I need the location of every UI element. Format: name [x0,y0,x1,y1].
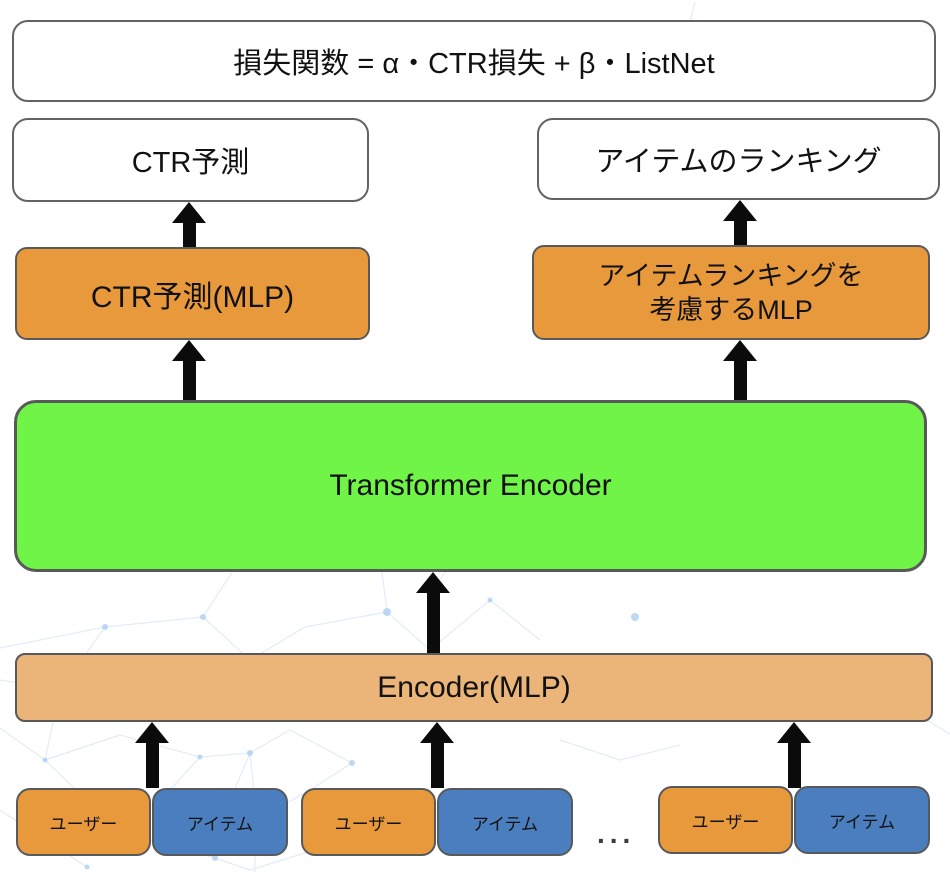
arrow-head-icon [420,722,454,743]
arrow-encoder-to-transformer-icon [416,572,450,653]
arrow-transformer-to-ctr-mlp-icon [172,340,206,400]
arrow-stem [145,743,159,788]
ranking-mlp-head-box: アイテムランキングを 考慮するMLP [532,245,930,340]
arrow-transformer-to-ranking-mlp-icon [723,340,757,400]
input-pair1-item-label: アイテム [186,814,254,834]
input-pair2-item-label: アイテム [471,814,539,834]
transformer-encoder-label: Transformer Encoder [329,469,612,502]
arrow-stem [787,743,801,788]
arrow-stem [182,223,196,247]
arrow-stem [430,743,444,788]
arrow-stem [733,361,747,400]
input-pair3-item-box: アイテム [794,786,930,854]
input-pair1-item-box: アイテム [152,788,288,856]
loss-function-box: 損失関数 = α・CTR損失 + β・ListNet [12,20,936,102]
arrow-head-icon [172,202,206,223]
input-pair2-item-box: アイテム [437,788,573,856]
arrow-head-icon [777,722,811,743]
ellipsis-label: ... [597,818,636,849]
input-pair2-user-label: ユーザー [334,814,403,834]
arrow-head-icon [172,340,206,361]
arrow-head-icon [135,722,169,743]
arrow-ranking-mlp-to-ranking-output-icon [723,200,757,245]
ctr-mlp-head-label: CTR予測(MLP) [90,280,295,314]
ranking-mlp-head-label-line2: 考慮するMLP [649,294,813,325]
input-pair3-user-box: ユーザー [658,786,793,854]
encoder-mlp-box: Encoder(MLP) [15,653,933,722]
ctr-mlp-head-box: CTR予測(MLP) [15,247,370,340]
arrow-pair3-to-encoder-icon [777,722,811,788]
arrow-stem [426,593,440,653]
arrow-pair2-to-encoder-icon [420,722,454,788]
arrow-head-icon [416,572,450,593]
encoder-mlp-label: Encoder(MLP) [377,670,571,704]
ctr-prediction-output-label: CTR予測 [131,147,250,179]
input-pair2-user-box: ユーザー [301,788,436,856]
arrow-head-icon [723,200,757,221]
input-pair1-user-box: ユーザー [16,788,151,856]
transformer-encoder-box: Transformer Encoder [14,400,927,572]
arrow-stem [733,221,747,245]
item-ranking-output-box: アイテムのランキング [537,118,940,200]
item-ranking-output-label: アイテムのランキング [595,146,882,178]
input-pair3-user-label: ユーザー [691,812,760,832]
arrow-pair1-to-encoder-icon [135,722,169,788]
arrow-head-icon [723,340,757,361]
input-pair1-user-label: ユーザー [49,814,118,834]
ctr-prediction-output-box: CTR予測 [12,118,369,202]
input-pair3-item-label: アイテム [828,812,896,832]
ranking-mlp-head-label-line1: アイテムランキングを [598,260,864,291]
arrow-stem [182,361,196,400]
loss-function-label: 損失関数 = α・CTR損失 + β・ListNet [233,48,715,80]
arrow-ctr-mlp-to-ctr-output-icon [172,202,206,247]
